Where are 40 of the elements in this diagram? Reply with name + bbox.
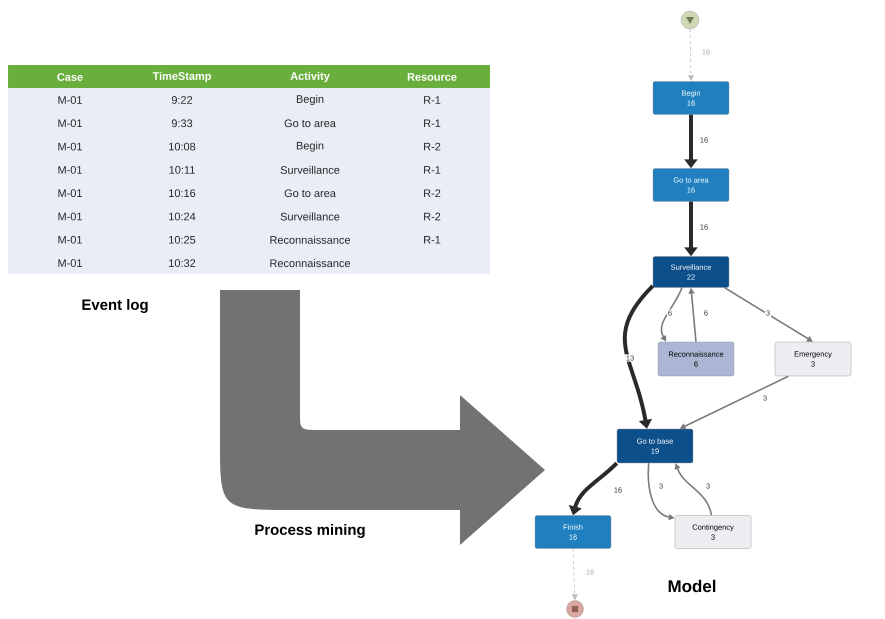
table-cell: Surveillance — [280, 166, 340, 174]
header-cell: TimeStamp — [152, 72, 211, 82]
table-cell: M-01 — [58, 96, 82, 104]
table-cell: R-1 — [424, 236, 440, 244]
table-cell: Begin — [296, 141, 324, 152]
table-cell: 10:11 — [170, 166, 195, 174]
table-cell: Reconnaissance — [270, 259, 350, 268]
caption: Process mining — [255, 524, 365, 538]
table-cell: Go to area — [284, 119, 336, 128]
table-cell: 10:32 — [169, 259, 196, 267]
table-cell: R-2 — [424, 189, 440, 198]
table-cell: M-01 — [58, 142, 82, 150]
caption: Model — [668, 580, 716, 592]
table-cell: Reconnaissance — [270, 236, 350, 244]
table-cell: M-01 — [58, 189, 82, 198]
table-cell: M-01 — [58, 119, 82, 128]
table-cell: R-1 — [424, 120, 440, 128]
table-cell: M-01 — [58, 259, 82, 267]
table-cell: M-01 — [58, 166, 82, 174]
table-cell: 10:24 — [169, 212, 196, 220]
table-cell: M-01 — [58, 212, 82, 220]
table-cell: 9:22 — [172, 96, 192, 104]
caption: Event log — [82, 299, 148, 313]
table-cell: 10:08 — [169, 142, 196, 150]
header-cell: Case — [57, 73, 83, 81]
header-cell: Activity — [290, 72, 330, 82]
table-cell: 10:16 — [169, 189, 196, 198]
table-cell: 10:25 — [169, 236, 196, 244]
end-circle — [566, 600, 584, 618]
header-cell: Resource — [408, 73, 457, 81]
table-cell: Begin — [296, 94, 324, 106]
table-cell: Surveillance — [280, 212, 340, 221]
start-circle — [680, 10, 700, 30]
table-cell: R-1 — [424, 96, 440, 104]
table-cell: R-1 — [424, 166, 440, 174]
table-cell: R-2 — [424, 142, 440, 150]
table-cell: M-01 — [58, 236, 82, 244]
table-cell: R-2 — [424, 212, 440, 220]
table-cell: 9:33 — [172, 119, 192, 128]
table-cell: Go to area — [284, 189, 336, 198]
